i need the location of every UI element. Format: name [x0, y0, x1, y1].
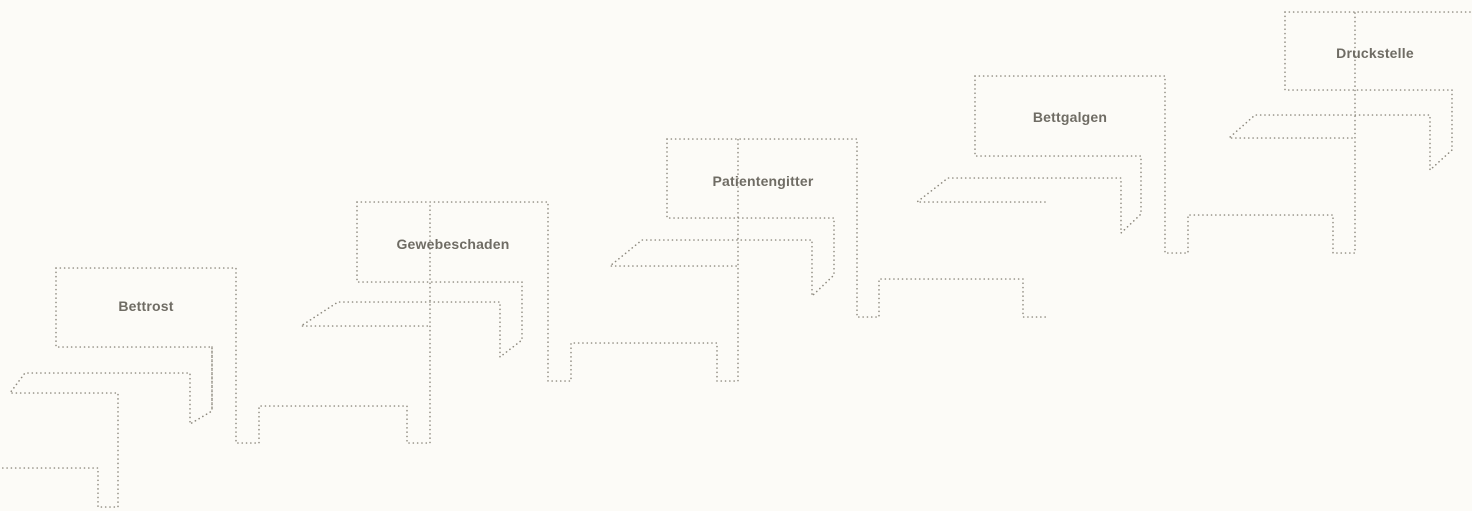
step-2-outline — [300, 138, 739, 382]
label-bettgalgen: Bettgalgen — [1032, 109, 1108, 125]
label-gewebeschaden: Gewebeschaden — [396, 236, 510, 252]
step-4-outline — [916, 11, 1356, 254]
label-patientengitter: Patientengitter — [712, 173, 814, 189]
step-5-outline — [1228, 11, 1472, 171]
label-druckstelle: Druckstelle — [1336, 45, 1414, 61]
step-1-outline — [0, 201, 431, 508]
label-bettrost: Bettrost — [118, 298, 174, 314]
step-3-outline — [609, 138, 1047, 318]
